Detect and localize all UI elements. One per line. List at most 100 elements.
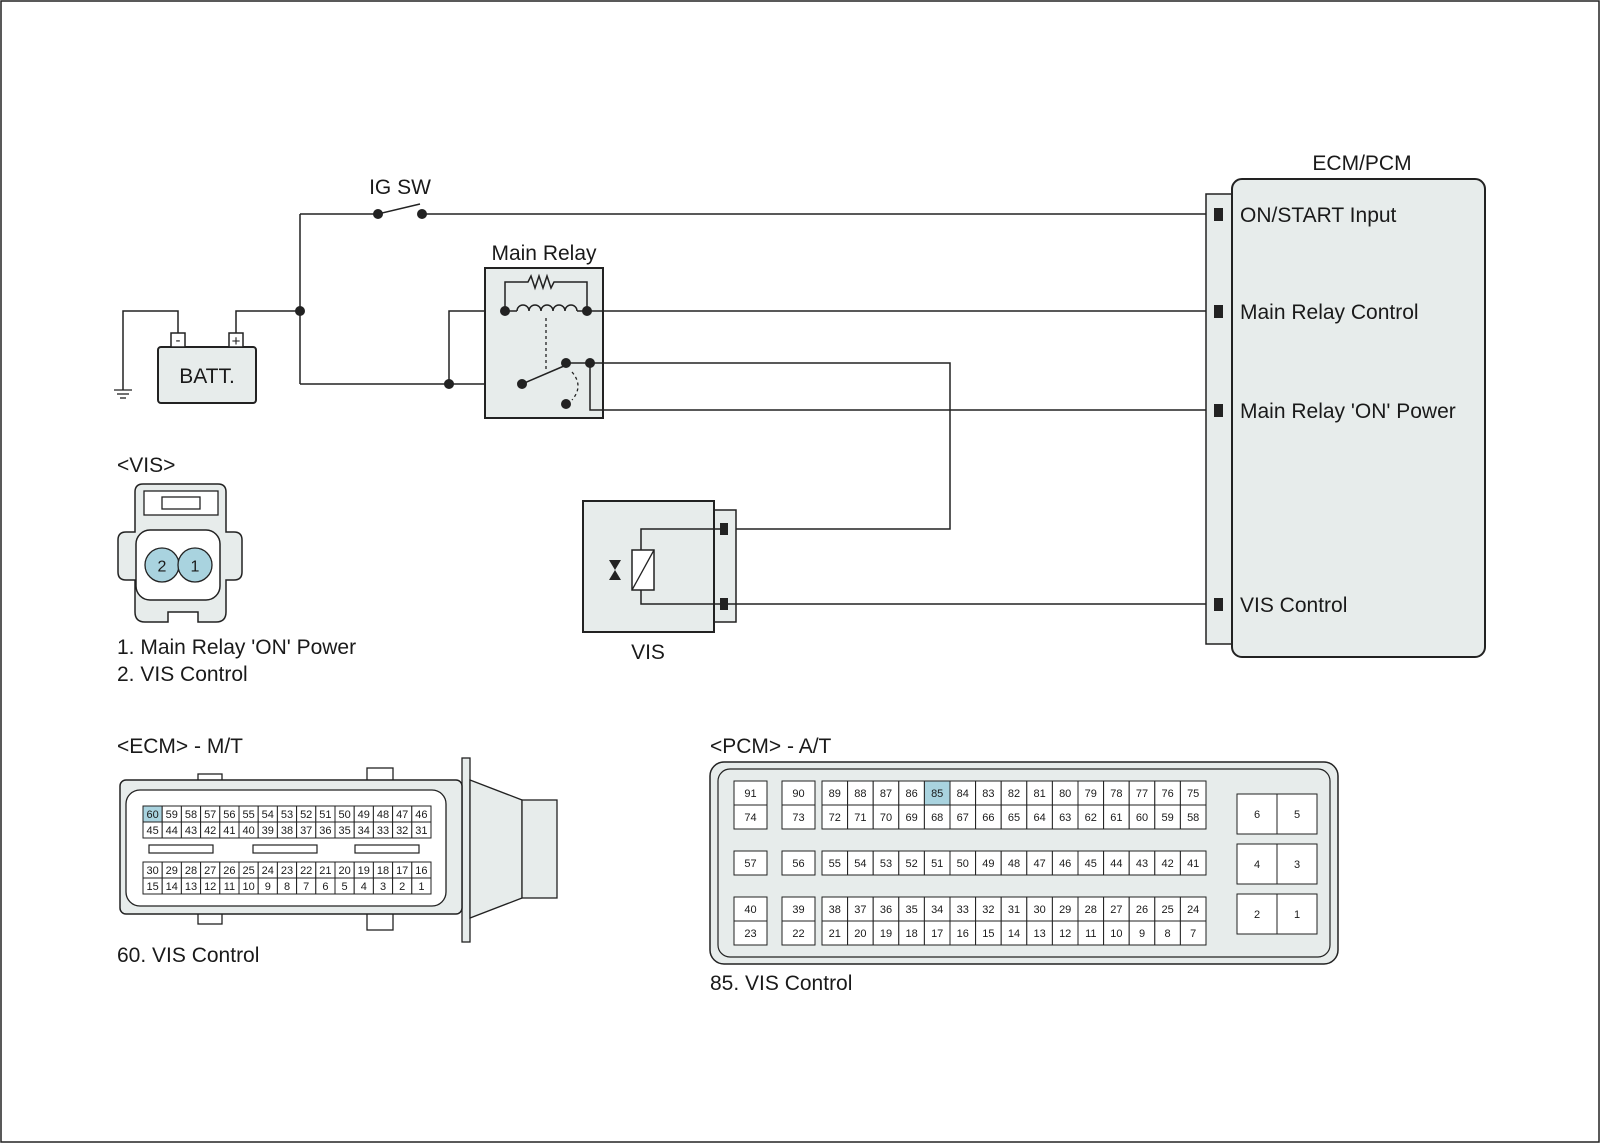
pcm-connector-face [717, 768, 1331, 958]
pcm-pin-number: 79 [1085, 788, 1097, 800]
pcm-pin-number: 86 [905, 788, 917, 800]
valve-icon [609, 560, 621, 580]
ecm-pin-number: 42 [204, 825, 216, 837]
ecm-pin-number: 16 [415, 865, 427, 877]
vis-legend-line: 1. Main Relay 'ON' Power [117, 636, 356, 659]
pcm-pin-number: 65 [1008, 812, 1020, 824]
pcm-pin-number: 55 [829, 858, 841, 870]
pcm-pin-number: 61 [1110, 812, 1122, 824]
pcm-pin-number: 19 [880, 928, 892, 940]
pcm-pin-number: 50 [957, 858, 969, 870]
pcm-pin-number: 45 [1085, 858, 1097, 870]
pcm-pin-number: 54 [854, 858, 866, 870]
ecm-pin-number: 19 [358, 865, 370, 877]
pcm-pin-cell [821, 920, 849, 946]
pcm-pin-number: 91 [744, 788, 756, 800]
ecm-pin-number: 52 [300, 809, 312, 821]
ground-icon [114, 389, 132, 399]
pcm-pin-cell [949, 804, 977, 830]
ecm-pin-number: 11 [224, 881, 235, 893]
pcm-pin-cell [949, 780, 977, 806]
pcm-pin-number: 59 [1161, 812, 1173, 824]
ecm-pin-number: 9 [265, 881, 271, 893]
pcm-pin-number: 71 [854, 812, 866, 824]
pcm-pin-number: 76 [1161, 788, 1173, 800]
pcm-pin-number: 8 [1165, 928, 1171, 940]
pcm-pin-number: 78 [1110, 788, 1122, 800]
ecm-pin-number: 12 [204, 881, 216, 893]
pcm-pin-cell [733, 780, 768, 806]
vis-internal-wire [640, 528, 720, 551]
ecm-pin-number: 43 [185, 825, 197, 837]
pcm-pin-number: 30 [1033, 904, 1045, 916]
pcm-pin-cell [1026, 804, 1053, 830]
pcm-pin-number: 40 [744, 904, 756, 916]
pcm-pin-number: 49 [982, 858, 994, 870]
ecm-pin-number: 39 [262, 825, 274, 837]
ecm-pin-number: 1 [418, 881, 424, 893]
pcm-pin-number: 5 [1294, 809, 1300, 821]
pcm-pin-number: 84 [957, 788, 969, 800]
ecm-pin-number: 46 [415, 809, 427, 821]
relay-coil [516, 304, 578, 312]
ecm-connector-hood [469, 779, 523, 919]
ecm-pin-vis-control [1214, 598, 1223, 611]
ecm-pin-number: 21 [319, 865, 331, 877]
pcm-pin-number: 15 [982, 928, 994, 940]
pcm-pin-number: 88 [854, 788, 866, 800]
ecm-pin-number: 41 [223, 825, 235, 837]
ecm-legend: 60. VIS Control [117, 944, 259, 967]
pcm-pin-number: 51 [931, 858, 943, 870]
pcm-pin-cell [898, 920, 925, 946]
pcm-pin-cell [733, 896, 768, 922]
vis-connector-pin [177, 547, 213, 583]
pcm-pin-number: 31 [1008, 904, 1020, 916]
pcm-pin-number: 17 [931, 928, 943, 940]
pcm-pin-cell [1179, 850, 1207, 876]
pcm-pin-number: 89 [829, 788, 841, 800]
pcm-pin-number: 52 [905, 858, 917, 870]
pcm-pin-number: 57 [744, 858, 756, 870]
pcm-pin-cell [1077, 920, 1105, 946]
ecm-pin-number: 40 [242, 825, 254, 837]
pcm-pin-cell [1236, 843, 1278, 885]
pcm-pin-cell [1276, 793, 1318, 835]
ground-wire [122, 310, 179, 390]
vis-internal-wire [640, 590, 720, 605]
ecm-pin-number: 23 [281, 865, 293, 877]
pcm-pin-cell [821, 896, 849, 922]
ecm-connector-key [354, 844, 420, 854]
pcm-pin-cell [1236, 793, 1278, 835]
pcm-pin-number: 75 [1187, 788, 1199, 800]
ecm-pin-number: 2 [399, 881, 405, 893]
pcm-pin-cell [1077, 780, 1105, 806]
pcm-pin-number: 27 [1110, 904, 1122, 916]
pcm-pin-number: 25 [1161, 904, 1173, 916]
pcm-pin-cell [1051, 896, 1079, 922]
pcm-pin-number: 60 [1136, 812, 1148, 824]
main-relay [484, 267, 604, 419]
pcm-pin-number: 43 [1136, 858, 1148, 870]
ecm-pin-number: 34 [358, 825, 370, 837]
ecm-pcm-title: ECM/PCM [1312, 152, 1411, 175]
pcm-pin-cell [821, 850, 849, 876]
pcm-pin-cell [872, 850, 900, 876]
pcm-pin-cell [872, 780, 900, 806]
pcm-pin-number: 13 [1033, 928, 1045, 940]
pcm-pin-cell [781, 780, 816, 806]
ig-sw-terminal [373, 209, 383, 219]
pcm-pin-number: 68 [931, 812, 943, 824]
pcm-pin-number: 32 [982, 904, 994, 916]
pcm-pin-number: 46 [1059, 858, 1071, 870]
pcm-pin-cell [1179, 896, 1207, 922]
ecm-pin-number: 25 [242, 865, 254, 877]
battery-positive-wire [235, 310, 300, 333]
pcm-pin-number: 6 [1254, 809, 1260, 821]
pcm-pin-number: 2 [1254, 909, 1260, 921]
ecm-pin-number: 32 [396, 825, 408, 837]
pcm-pin-number: 24 [1187, 904, 1199, 916]
ecm-pin-label: Main Relay 'ON' Power [1240, 400, 1456, 423]
ecm-pin-on-start [1214, 208, 1223, 221]
vis-power-wire [590, 362, 951, 530]
